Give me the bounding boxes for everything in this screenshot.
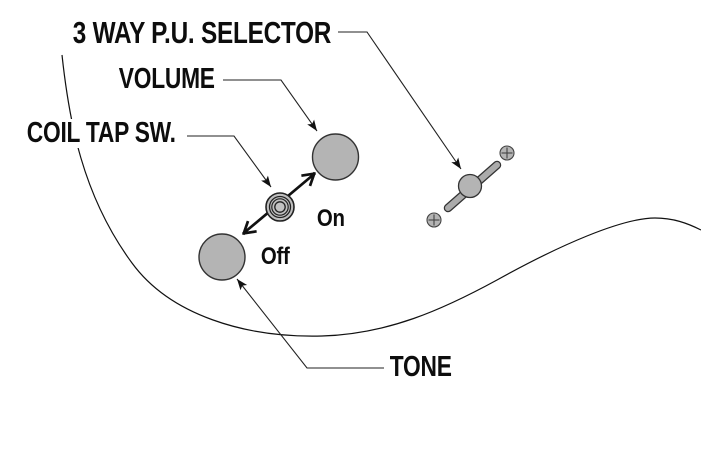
selector-screw-top-icon — [499, 145, 515, 161]
leader-coil-tap — [187, 135, 272, 188]
guitar-body-outline — [61, 54, 701, 337]
switch-off-label: Off — [260, 243, 290, 270]
tone-knob — [198, 233, 246, 281]
pickup-selector-label: 3 WAY P.U. SELECTOR — [72, 15, 332, 50]
selector-lever-base — [457, 173, 483, 199]
coil-tap-label: COIL TAP SW. — [26, 117, 177, 149]
pickup-selector-switch — [426, 145, 515, 228]
volume-label: VOLUME — [118, 63, 216, 95]
leader-tone — [236, 278, 384, 369]
coil-tap-switch — [265, 192, 295, 222]
selector-screw-bottom-icon — [426, 212, 442, 228]
volume-knob — [311, 133, 360, 181]
tone-label: TONE — [389, 351, 453, 383]
leader-pickup-selector — [338, 31, 462, 170]
switch-on-label: On — [316, 205, 345, 232]
leader-volume — [223, 79, 318, 132]
